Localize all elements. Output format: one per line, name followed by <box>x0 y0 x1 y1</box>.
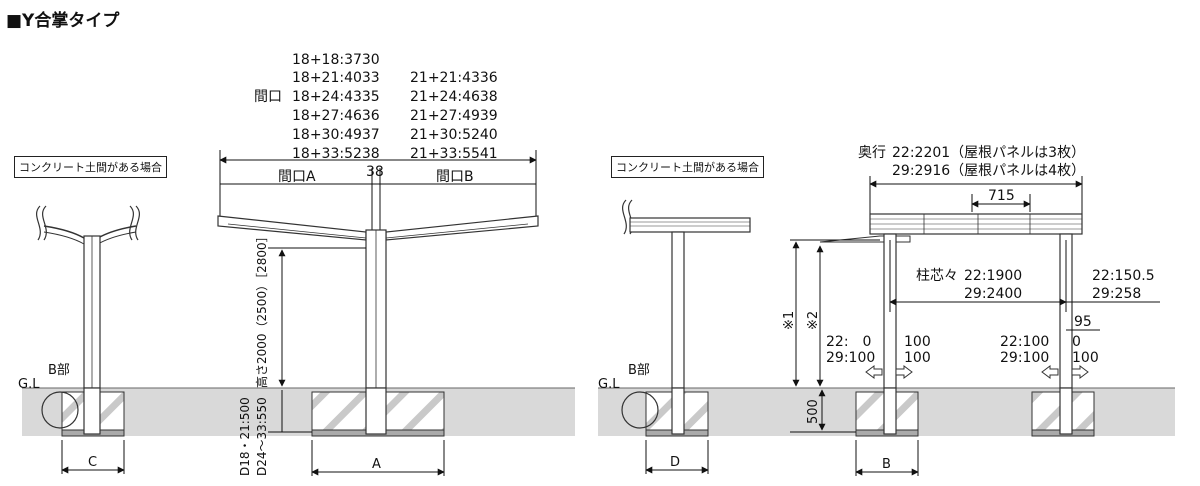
arrow-right-icon <box>895 365 913 379</box>
frontage-a-label: 間口A <box>278 169 316 185</box>
depth-label-1: D18・21:500 <box>238 397 252 476</box>
drawing-concrete-right <box>621 199 751 437</box>
side-elevation <box>819 213 1095 437</box>
concrete-note-left: コンクリート土間がある場合 <box>14 156 167 178</box>
frontage-row-2-a: 18+24:4335 <box>292 89 380 105</box>
left-off-22: 22: 0 <box>826 334 871 350</box>
dim-b <box>855 440 919 476</box>
dim-d-label: D <box>670 455 680 470</box>
right-off-22: 22:100 <box>1000 334 1049 350</box>
right-22: 22:150.5 <box>1092 268 1155 284</box>
pillar-center-label: 柱芯々 <box>916 268 958 284</box>
dim-depth-total <box>869 176 1083 214</box>
dim-715-label: 715 <box>988 188 1015 204</box>
frontage-row-0-a: 18+18:3730 <box>292 52 380 68</box>
depth-22: 22:2201（屋根パネルは3枚） <box>892 145 1085 161</box>
frontage-row-3-b: 21+27:4939 <box>410 108 498 124</box>
frontage-b-label: 間口B <box>436 169 474 185</box>
left-off-29: 29:100 <box>826 350 875 366</box>
dim-b-label: B <box>882 457 891 472</box>
frontage-table: 間口 18+18:3730 18+21:4033 21+21:4336 18+2… <box>254 52 498 162</box>
dim-c <box>61 440 125 474</box>
gl-label-left: G.L <box>18 377 40 392</box>
arrow-left-icon <box>1041 365 1059 379</box>
b-part-right: B部 <box>628 363 650 378</box>
depth-label-2: D24～33:550 <box>255 397 269 476</box>
frontage-row-3-a: 18+27:4636 <box>292 108 380 124</box>
diagram-title: ■Y合掌タイプ <box>6 11 120 31</box>
frontage-label: 間口 <box>254 89 282 105</box>
dim-38-label: 38 <box>366 164 384 180</box>
right-29: 29:258 <box>1092 286 1141 302</box>
left-off-r-29: 100 <box>904 350 931 366</box>
dim-height <box>268 247 366 433</box>
note-1-label: ※1 <box>782 311 797 330</box>
dim-notes <box>790 239 880 433</box>
right-off-r-29: 100 <box>1072 350 1099 366</box>
left-off-r-22: 100 <box>904 334 931 350</box>
pillar-22: 22:1900 <box>964 268 1022 284</box>
dim-715 <box>971 194 1031 212</box>
front-elevation <box>217 215 539 437</box>
dim-c-label: C <box>88 455 97 470</box>
arrow-right-icon <box>1071 365 1089 379</box>
gl-label-right: G.L <box>598 377 620 392</box>
dim-frontage-total <box>219 150 537 230</box>
note-2-label: ※2 <box>806 311 821 330</box>
dim-a-label: A <box>372 457 381 472</box>
frontage-row-1-b: 21+21:4336 <box>410 70 498 86</box>
dim-pillar-center <box>889 240 1160 312</box>
frontage-row-4-a: 18+30:4937 <box>292 127 380 143</box>
right-off-r-22: 0 <box>1072 334 1081 350</box>
frontage-row-4-b: 21+30:5240 <box>410 127 498 143</box>
dim-d <box>645 440 709 474</box>
dim-500-label: 500 <box>806 399 821 424</box>
height-label: 高さ2000（2500）［2800］ <box>254 230 269 388</box>
dim-95-label: 95 <box>1074 314 1092 330</box>
depth-29: 29:2916（屋根パネルは4枚） <box>892 163 1085 179</box>
pillar-29: 29:2400 <box>964 286 1022 302</box>
b-part-left: B部 <box>48 363 70 378</box>
offset-arrow-icons <box>865 365 1089 379</box>
frontage-row-1-a: 18+21:4033 <box>292 70 380 86</box>
frontage-row-2-b: 21+24:4638 <box>410 89 498 105</box>
right-off-29: 29:100 <box>1000 350 1049 366</box>
drawing-concrete-left <box>35 205 141 437</box>
depth-title: 奥行 <box>858 144 886 161</box>
concrete-note-right: コンクリート土間がある場合 <box>611 156 764 178</box>
arrow-left-icon <box>865 365 883 379</box>
dim-a <box>311 440 445 476</box>
